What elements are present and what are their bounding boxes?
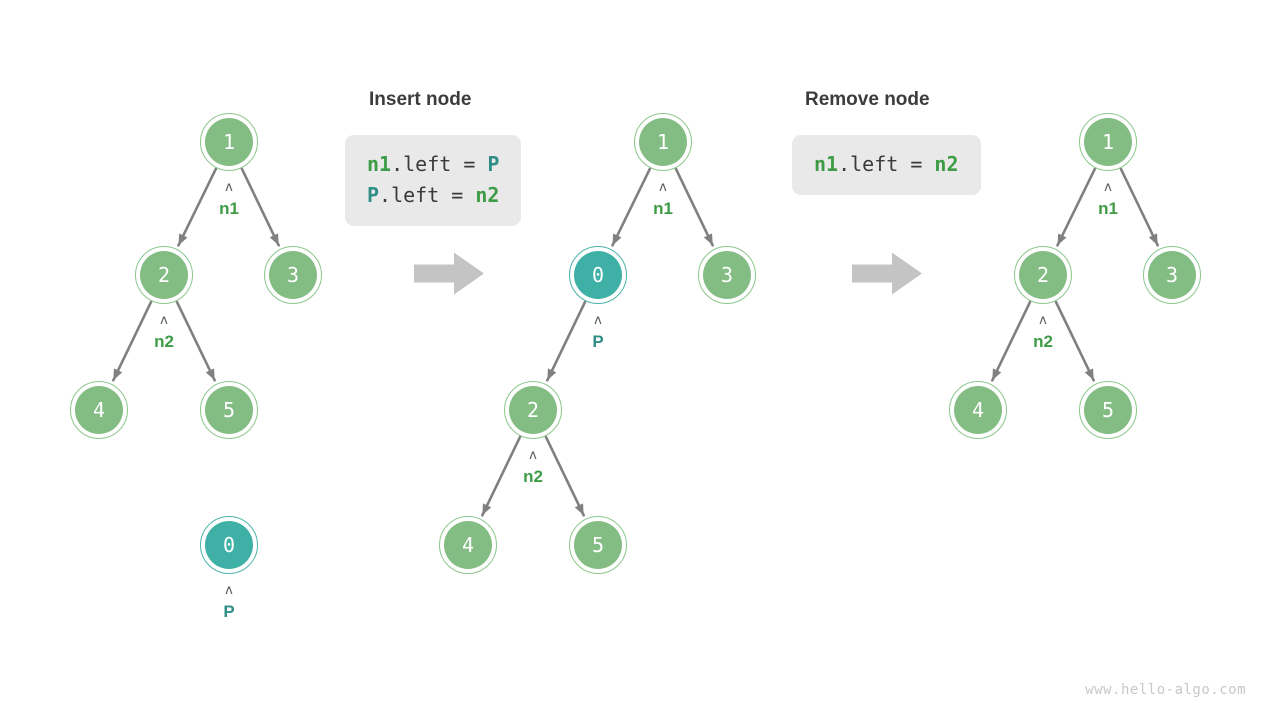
tree-node-value: 3 <box>703 251 751 299</box>
code-token: P <box>487 152 500 176</box>
tree-node-value: 5 <box>1084 386 1132 434</box>
tree-node[interactable]: 2 <box>135 246 193 304</box>
block-right-arrow-icon <box>852 252 922 295</box>
edge-arrowhead <box>992 368 1002 381</box>
tree-node-value: 0 <box>205 521 253 569</box>
pointer-n1: ʌ n1 <box>1068 180 1148 218</box>
edge-arrowhead <box>703 233 713 246</box>
pointer-n1: ʌ n1 <box>189 180 269 218</box>
remove-code-block: n1.left = n2 <box>792 135 981 195</box>
code-token: n2 <box>934 152 959 176</box>
tree-node[interactable]: 5 <box>569 516 627 574</box>
tree-node[interactable]: 3 <box>264 246 322 304</box>
tree-node-value: 2 <box>1019 251 1067 299</box>
caret-up-icon: ʌ <box>529 448 537 463</box>
transition-arrow-1 <box>414 250 486 303</box>
code-line: n1.left = n2 <box>814 149 959 180</box>
code-line: P.left = n2 <box>367 180 499 211</box>
caret-up-icon: ʌ <box>225 583 233 598</box>
tree-node[interactable]: 2 <box>1014 246 1072 304</box>
pointer-label: n1 <box>1098 199 1118 218</box>
code-token: .left = <box>391 152 488 176</box>
tree-node[interactable]: 4 <box>70 381 128 439</box>
pointer-n1: ʌ n1 <box>623 180 703 218</box>
pointer-n2: ʌ n2 <box>124 313 204 351</box>
code-token: n2 <box>475 183 500 207</box>
tree-node[interactable]: 4 <box>949 381 1007 439</box>
tree-node[interactable]: 2 <box>504 381 562 439</box>
edge-arrowhead <box>269 233 279 246</box>
edge-arrowhead <box>178 233 188 246</box>
tree-node-value: 4 <box>444 521 492 569</box>
tree-node[interactable]: 1 <box>634 113 692 171</box>
tree-node-value: 2 <box>509 386 557 434</box>
edge-arrowhead <box>612 233 622 246</box>
caret-up-icon: ʌ <box>1039 313 1047 328</box>
pointer-label: n1 <box>219 199 239 218</box>
block-right-arrow-icon <box>414 252 484 295</box>
tree-node[interactable]: 5 <box>1079 381 1137 439</box>
code-token: n1 <box>367 152 392 176</box>
tree-node-value: 0 <box>574 251 622 299</box>
caret-up-icon: ʌ <box>225 180 233 195</box>
edge-arrowhead <box>1057 233 1067 246</box>
tree-node-value: 1 <box>205 118 253 166</box>
caret-up-icon: ʌ <box>659 180 667 195</box>
tree-node[interactable]: 3 <box>1143 246 1201 304</box>
pointer-label: P <box>592 332 604 351</box>
pointer-label: n2 <box>1033 332 1053 351</box>
tree-node-value: 2 <box>140 251 188 299</box>
watermark: www.hello-algo.com <box>1085 682 1246 698</box>
remove-section-title: Remove node <box>805 89 930 110</box>
code-token: .left = <box>379 183 476 207</box>
transition-arrow-2 <box>852 250 924 303</box>
pointer-label: n2 <box>523 467 543 486</box>
tree-node[interactable]: 0 <box>569 246 627 304</box>
code-token: P <box>367 183 380 207</box>
edge-arrowhead <box>1148 233 1158 246</box>
tree-node[interactable]: 1 <box>1079 113 1137 171</box>
tree-node[interactable]: 5 <box>200 381 258 439</box>
tree-node[interactable]: 1 <box>200 113 258 171</box>
tree-node[interactable]: 0 <box>200 516 258 574</box>
tree-node-value: 1 <box>1084 118 1132 166</box>
tree-node-value: 4 <box>75 386 123 434</box>
tree-node[interactable]: 4 <box>439 516 497 574</box>
pointer-n2: ʌ n2 <box>493 448 573 486</box>
caret-up-icon: ʌ <box>594 313 602 328</box>
tree-node-value: 5 <box>205 386 253 434</box>
pointer-label: n1 <box>653 199 673 218</box>
edge-arrowhead <box>1084 368 1094 381</box>
pointer-n2: ʌ n2 <box>1003 313 1083 351</box>
code-token: .left = <box>838 152 935 176</box>
tree-node-value: 5 <box>574 521 622 569</box>
caret-up-icon: ʌ <box>1104 180 1112 195</box>
code-token: n1 <box>814 152 839 176</box>
edge-arrowhead <box>482 503 492 516</box>
pointer-label: n2 <box>154 332 174 351</box>
tree-node-value: 3 <box>1148 251 1196 299</box>
edge-arrowhead <box>574 503 584 516</box>
pointer-label: P <box>223 602 235 621</box>
edge-arrowhead <box>113 368 123 381</box>
code-line: n1.left = P <box>367 149 499 180</box>
edge-arrowhead <box>205 368 215 381</box>
tree-node-value: 4 <box>954 386 1002 434</box>
tree-node-value: 3 <box>269 251 317 299</box>
edge-arrowhead <box>547 368 557 381</box>
insert-section-title: Insert node <box>369 89 472 110</box>
tree-node[interactable]: 3 <box>698 246 756 304</box>
tree-node-value: 1 <box>639 118 687 166</box>
caret-up-icon: ʌ <box>160 313 168 328</box>
